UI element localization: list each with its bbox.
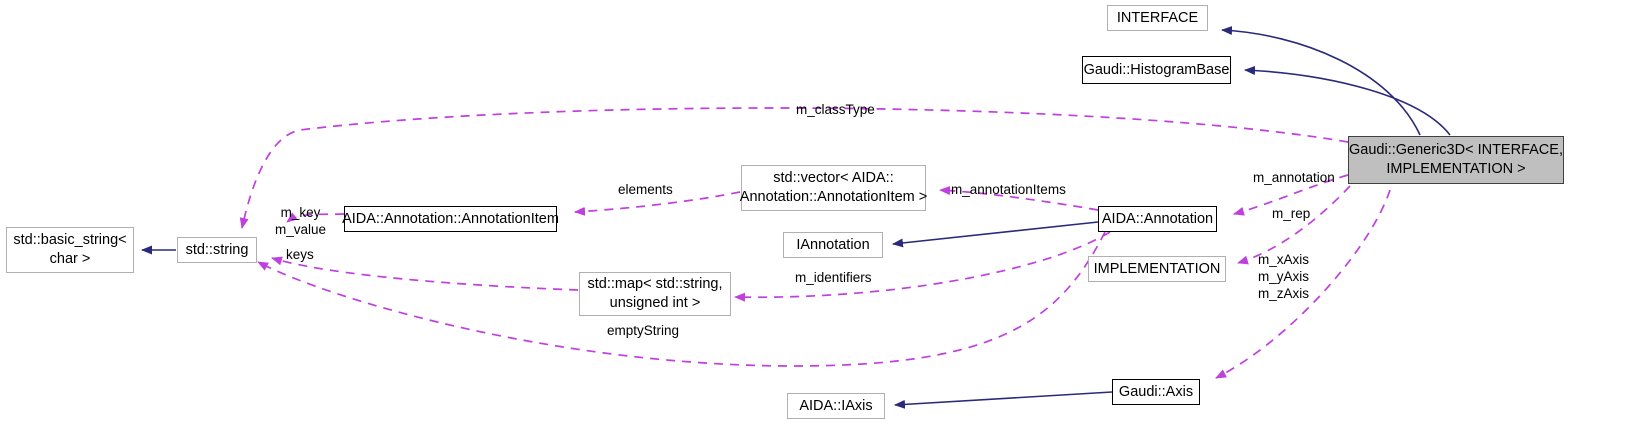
edge-label-m-axes: m_xAxis m_yAxis m_zAxis: [1258, 252, 1310, 301]
edge-generic3d-interface: [1221, 26, 1421, 136]
node-gaudi-generic3d[interactable]: Gaudi::Generic3D< INTERFACE, IMPLEMENTAT…: [1348, 136, 1564, 184]
node-gaudi-axis[interactable]: Gaudi::Axis: [1112, 379, 1200, 405]
node-interface[interactable]: INTERFACE: [1107, 5, 1208, 31]
edge-generic3d-histogrambase: [1244, 65, 1451, 136]
edge-gaudiaxis-iaxis: [894, 391, 1113, 409]
edge-label-m-annotation: m_annotation: [1253, 170, 1335, 185]
edge-label-emptystring: emptyString: [607, 323, 680, 338]
node-iannotation[interactable]: IAnnotation: [783, 232, 883, 258]
edge-label-m-rep: m_rep: [1272, 206, 1311, 221]
edge-label-m-key-m-value: m_key m_value: [275, 205, 327, 237]
node-std-basic-string[interactable]: std::basic_string< char >: [6, 227, 134, 273]
node-std-string[interactable]: std::string: [177, 237, 257, 263]
edge-label-keys: keys: [286, 247, 314, 262]
edge-label-m-identifiers: m_identifiers: [795, 270, 872, 285]
node-std-vector-annotationitem[interactable]: std::vector< AIDA:: Annotation::Annotati…: [740, 165, 927, 211]
edge-label-elements: elements: [618, 182, 673, 197]
node-aida-iaxis[interactable]: AIDA::IAxis: [787, 393, 885, 419]
edge-mapstring-stdstring: [271, 256, 579, 291]
edge-annotation-iannotation: [892, 221, 1099, 248]
node-aida-annotation[interactable]: AIDA::Annotation: [1098, 206, 1217, 232]
edge-label-m-annotationitems: m_annotationItems: [951, 182, 1066, 197]
edge-label-m-classtype: m_classType: [796, 102, 875, 117]
node-std-map-string-uint[interactable]: std::map< std::string, unsigned int >: [579, 272, 731, 316]
node-aida-annotation-annotationitem[interactable]: AIDA::Annotation::AnnotationItem: [342, 206, 559, 232]
node-implementation[interactable]: IMPLEMENTATION: [1088, 256, 1226, 282]
node-gaudi-histogrambase[interactable]: Gaudi::HistogramBase: [1082, 56, 1231, 84]
